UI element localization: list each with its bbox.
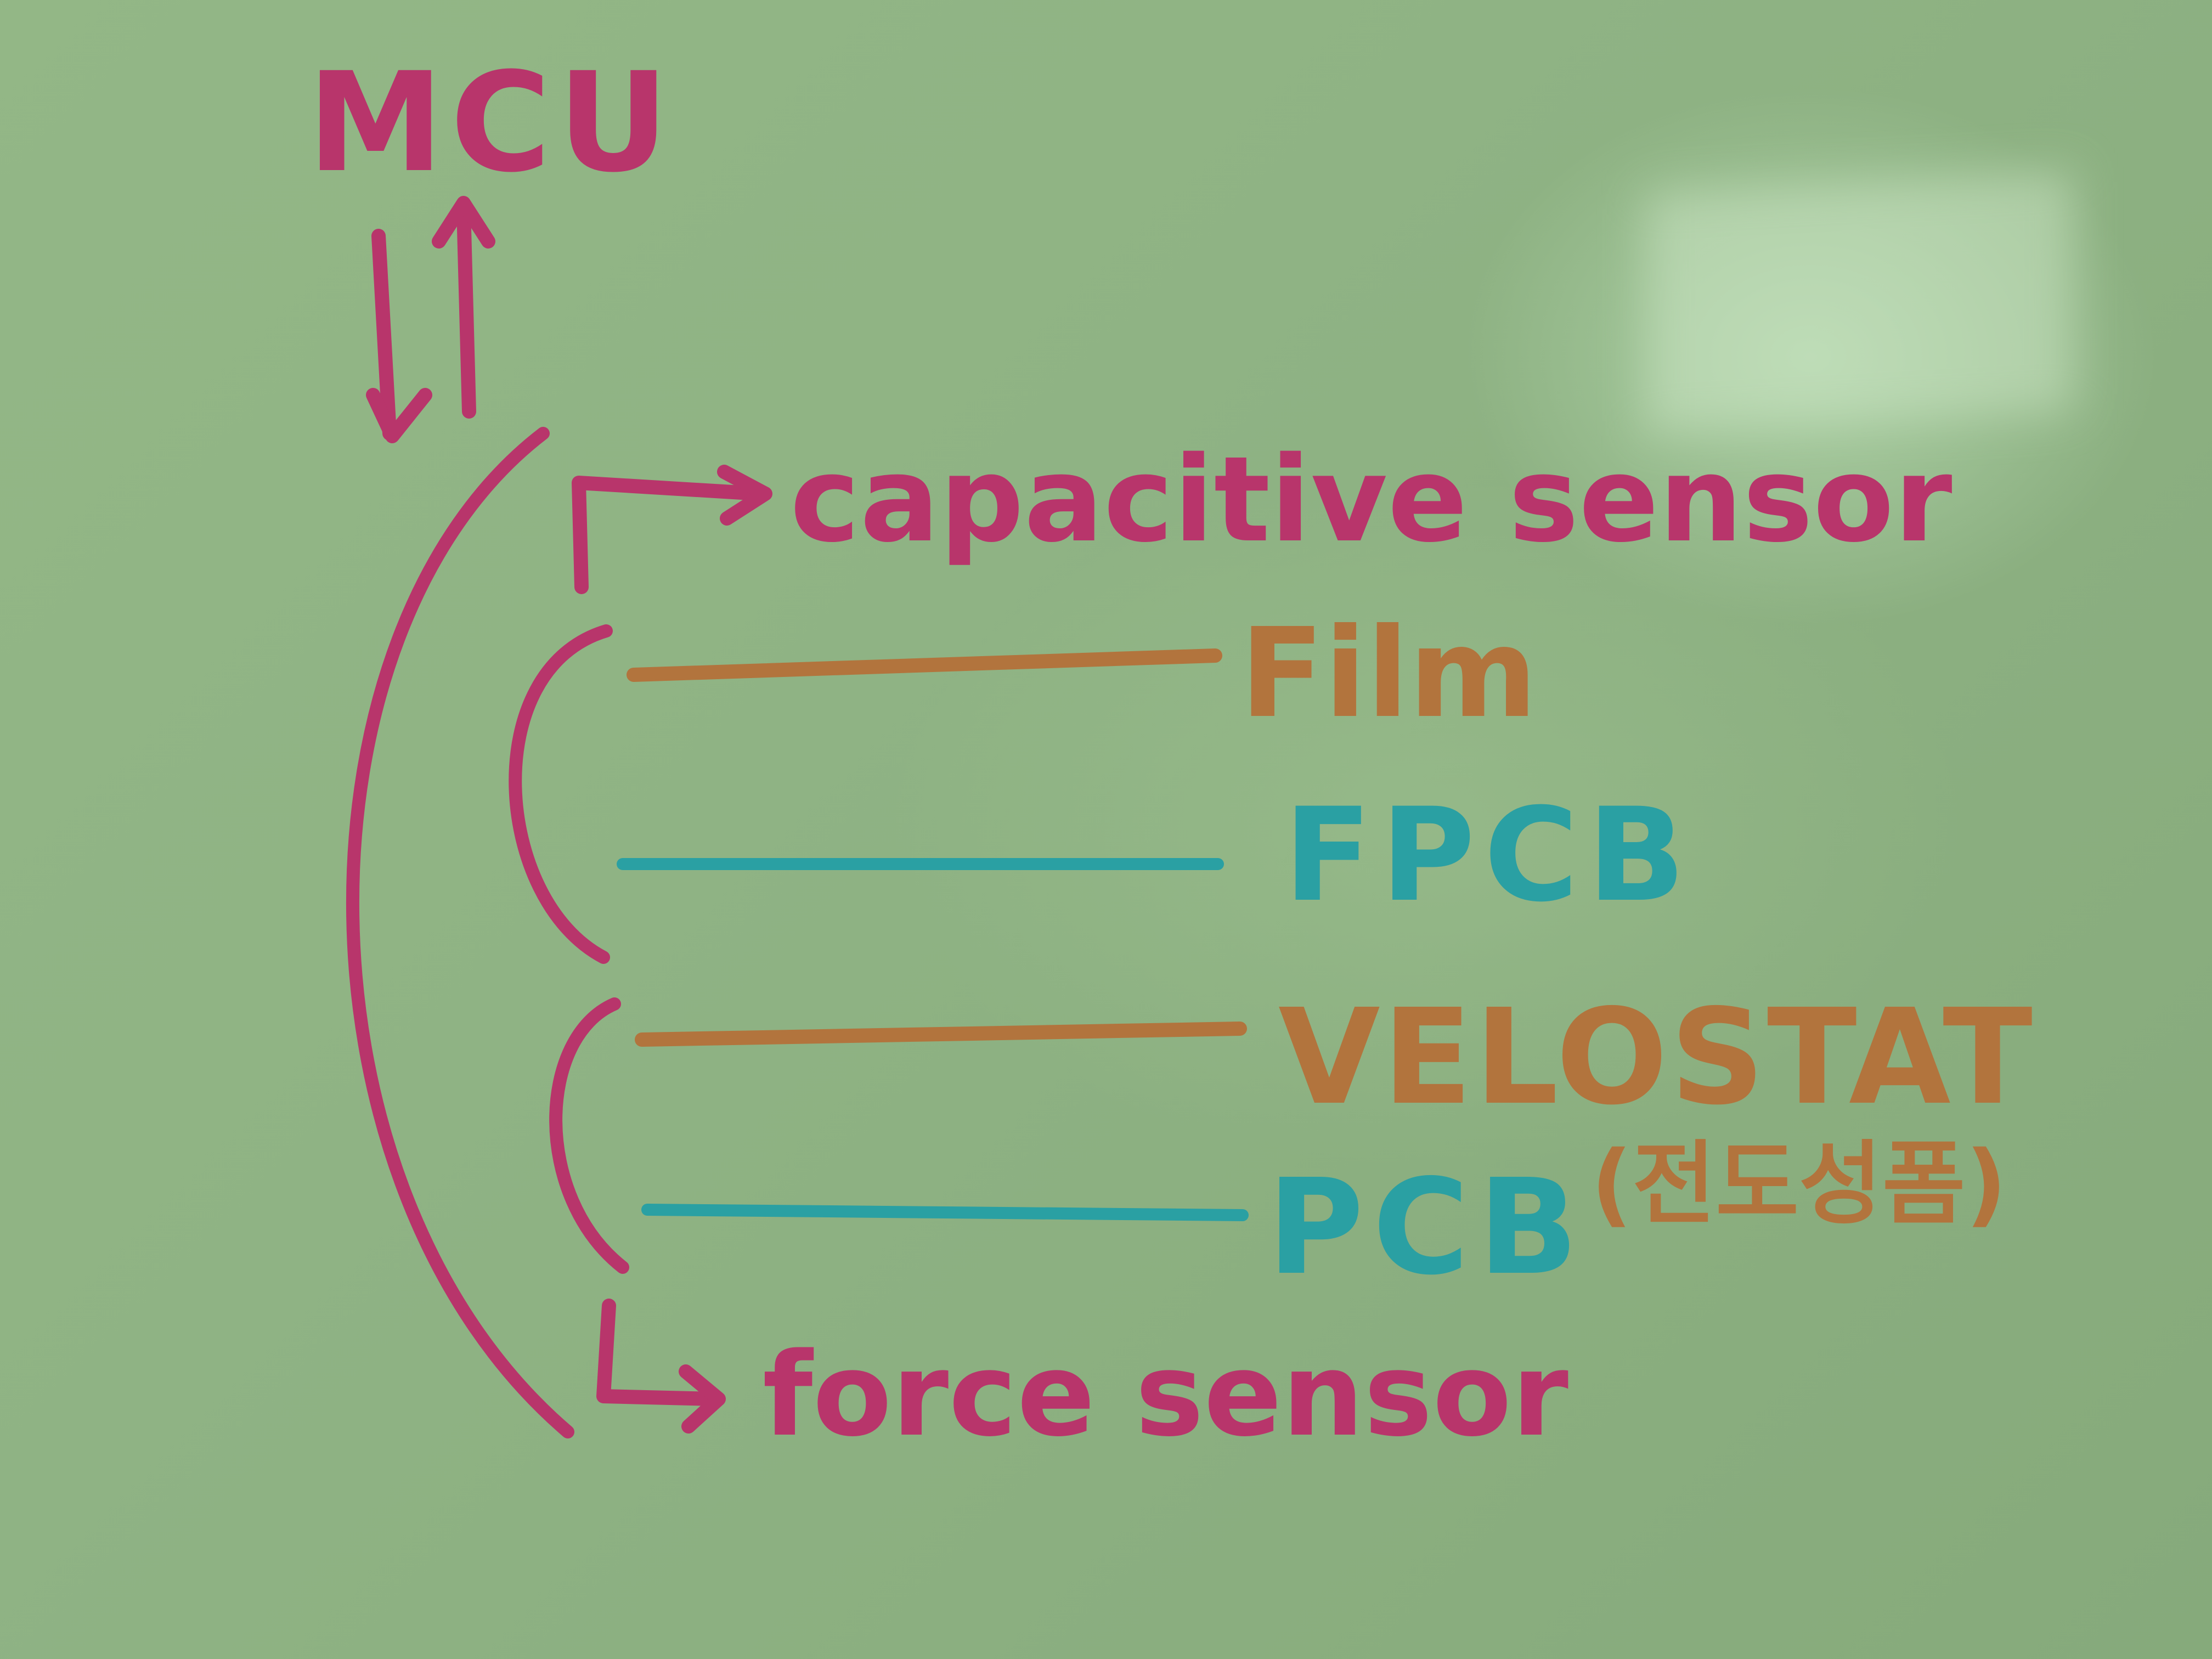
force-sensor-label: force sensor bbox=[763, 1328, 1568, 1462]
mcu-down-arrow bbox=[366, 229, 432, 443]
pcb-label: PCB bbox=[1267, 1150, 1587, 1304]
capacitive-bracket bbox=[509, 624, 613, 964]
film-label: Film bbox=[1240, 602, 1537, 746]
force-arrow bbox=[596, 1299, 726, 1434]
force-bracket bbox=[549, 997, 629, 1274]
velostat-layer-line bbox=[635, 1022, 1247, 1047]
mcu-label: MCU bbox=[307, 43, 675, 202]
fpcb-label: FPCB bbox=[1284, 781, 1694, 930]
velostat-note-label: (전도성폼) bbox=[1591, 1131, 2007, 1237]
capacitive-arrow bbox=[572, 465, 772, 594]
film-layer-line bbox=[627, 648, 1222, 682]
pcb-layer-line bbox=[641, 1204, 1249, 1221]
outer-bracket bbox=[346, 427, 574, 1438]
capacitive-sensor-label: capacitive sensor bbox=[790, 431, 1953, 568]
velostat-label: VELOSTAT bbox=[1278, 980, 2035, 1134]
mcu-up-arrow bbox=[432, 196, 495, 419]
